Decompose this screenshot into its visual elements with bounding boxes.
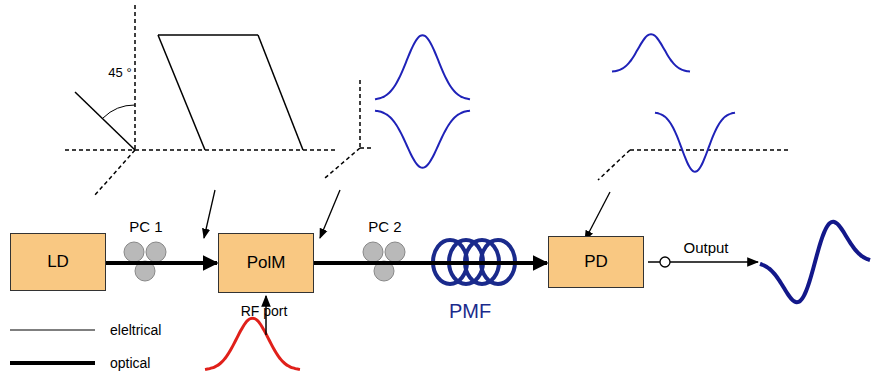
legend-entry: eleltrical <box>110 322 161 338</box>
part-label: RF port <box>241 303 288 319</box>
part-label: Output <box>683 239 728 256</box>
part-label: 45 ° <box>108 65 131 80</box>
device-box: PD <box>548 236 644 288</box>
output-waveform <box>760 222 870 302</box>
device-name: PolM <box>247 253 286 273</box>
part-label: PC 2 <box>368 218 401 235</box>
part-label: PMF <box>449 300 491 323</box>
polarization-axes <box>65 5 335 195</box>
part-label: PC 1 <box>129 218 162 235</box>
legend-text: eleltrical <box>110 322 161 338</box>
device-box: LD <box>10 233 106 291</box>
legend-text: optical <box>110 355 150 371</box>
output-arrow <box>670 261 758 263</box>
legend-entry: optical <box>110 355 150 371</box>
output-wire <box>648 261 660 263</box>
pulse-sketch <box>325 35 470 178</box>
optical-link <box>106 261 217 265</box>
optical-link <box>314 261 547 265</box>
pulse-sketch <box>598 34 790 180</box>
rf-pulse <box>205 318 300 369</box>
device-name: LD <box>47 252 69 272</box>
legend-line <box>10 329 95 330</box>
legend-line <box>10 361 95 365</box>
output-port <box>660 257 670 267</box>
device-box: PolM <box>218 233 314 293</box>
device-name: PD <box>584 252 608 272</box>
